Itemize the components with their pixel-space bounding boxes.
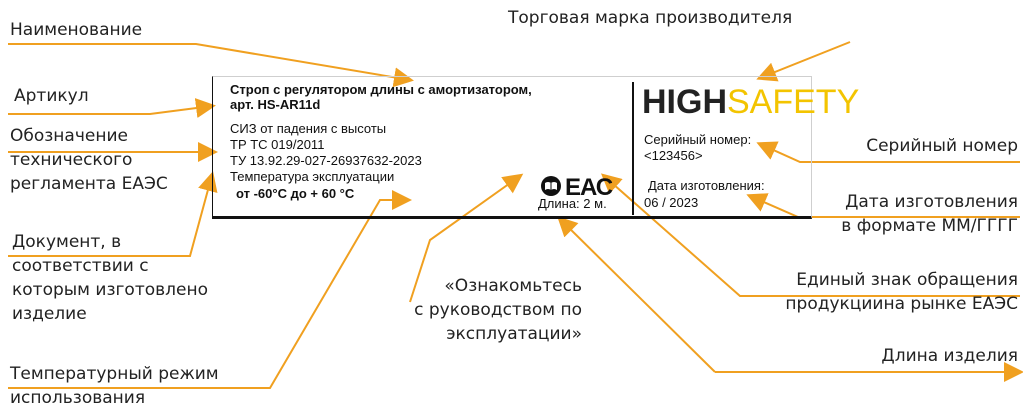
label-title-line1: Строп с регулятором длины с амортизаторо… [230, 82, 532, 97]
label-siz: СИЗ от падения с высоты [230, 121, 387, 136]
callout-document: Документ, в соответствии с которым изгот… [12, 230, 208, 326]
label-temp: Температура эксплуатации [230, 169, 395, 184]
callout-trademark: Торговая марка производителя [508, 8, 793, 28]
callout-eac-line2: продукциина рынке ЕАЭС [785, 294, 1018, 314]
callout-tr-line2: технического [10, 150, 133, 170]
callout-mfg-date-line1: Дата изготовления [845, 192, 1018, 212]
callout-tr-line1: Обозначение [10, 126, 128, 146]
callout-temp-line1: Температурный режим [10, 364, 219, 384]
callout-manual: «Ознакомьтесь с руководством по эксплуат… [380, 274, 582, 346]
label-length: Длина: 2 м. [538, 196, 607, 211]
leader-document [8, 171, 218, 257]
eac-mark: ЕАС [565, 174, 613, 201]
callout-tr-designation: Обозначение технического регламента ЕАЭС [10, 124, 168, 196]
label-tu: ТУ 13.92.29-027-26937632-2023 [230, 153, 422, 168]
leader-name [8, 43, 414, 88]
callout-mfg-date-line2: в формате ММ/ГГГГ [841, 216, 1018, 236]
leader-serial [756, 141, 1020, 163]
leader-article [8, 98, 216, 118]
callout-manual-line1: «Ознакомьтесь [444, 276, 582, 296]
label-date-value: 06 / 2023 [644, 195, 699, 210]
callout-document-line2: соответствии с [12, 256, 149, 276]
product-label [212, 76, 812, 219]
leader-length-3 [557, 216, 716, 373]
callout-document-line4: изделие [12, 304, 87, 324]
leader-temp [8, 190, 412, 389]
callout-manual-line3: эксплуатации» [446, 324, 582, 344]
label-serial-caption: Серийный номер: [644, 132, 752, 147]
callout-tr-line3: регламента ЕАЭС [10, 174, 168, 194]
label-tr: ТР ТС 019/2011 [230, 137, 325, 152]
callout-temp-mode: Температурный режим использования [10, 362, 219, 410]
callout-name: Наименование [10, 20, 143, 40]
logo-safety: SAFETY [727, 83, 860, 121]
callout-length: Длина изделия [881, 346, 1018, 366]
callout-document-line3: которым изготовлено [12, 280, 208, 300]
manual-book-icon [541, 176, 561, 196]
leader-trademark [756, 41, 851, 82]
callout-document-line1: Документ, в [12, 232, 122, 252]
callout-manual-line2: с руководством по [414, 300, 582, 320]
callout-serial: Серийный номер [866, 136, 1018, 156]
callout-eac-mark: Единый знак обращения продукциина рынке … [730, 268, 1018, 316]
callout-eac-line1: Единый знак обращения [796, 270, 1018, 290]
label-serial-value: <123456> [644, 148, 703, 163]
callout-temp-line2: использования [10, 388, 146, 408]
label-date-caption: Дата изготовления: [648, 178, 765, 193]
label-title-line2: арт. HS-AR11d [230, 97, 321, 112]
highsafety-logo: HIGHSAFETY [642, 84, 859, 120]
label-divider [632, 82, 634, 215]
label-temp-range: от -60°С до + 60 °С [236, 186, 355, 201]
logo-high: HIGH [642, 83, 727, 121]
callout-article: Артикул [14, 86, 89, 106]
callout-mfg-date: Дата изготовления в формате ММ/ГГГГ [800, 190, 1018, 238]
leader-manual [409, 173, 524, 303]
